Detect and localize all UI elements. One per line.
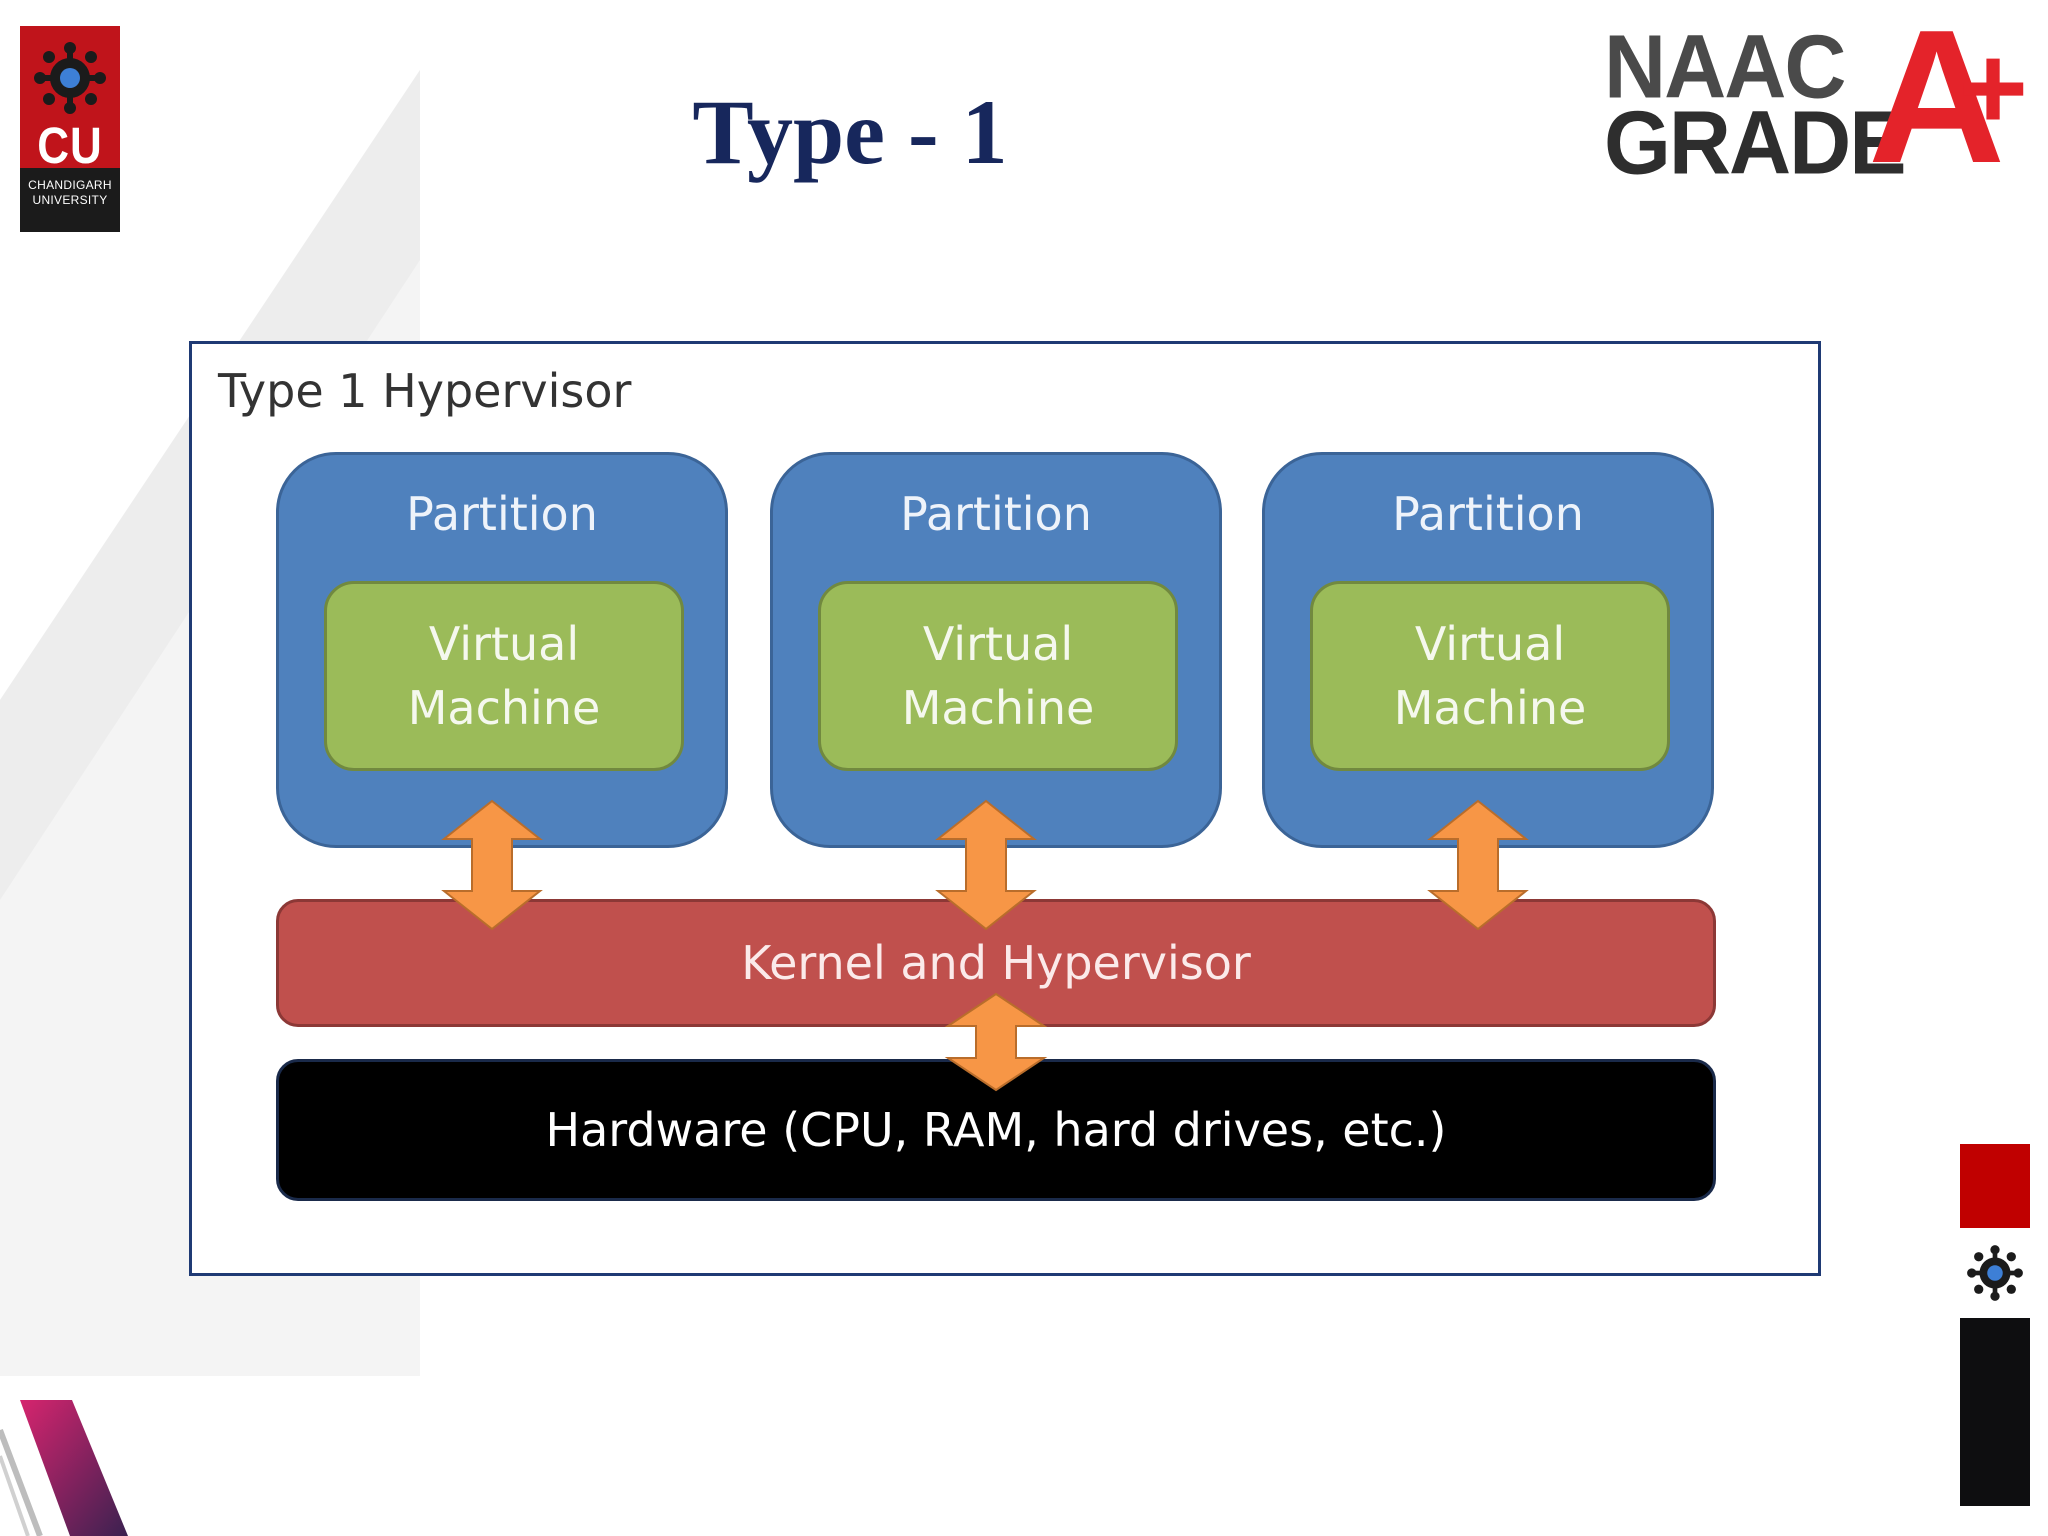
grade-letter: A — [1868, 0, 2006, 203]
grade-plus: + — [1958, 21, 2029, 155]
partition-label: Partition — [406, 487, 598, 541]
partition-box-3: Partition Virtual Machine — [1262, 452, 1714, 848]
logo-abbreviation: CU — [37, 118, 103, 175]
partition-box-1: Partition Virtual Machine — [276, 452, 728, 848]
naac-word: NAAC — [1604, 16, 1846, 118]
university-emblem-icon — [34, 42, 106, 114]
naac-grade-logo: NAAC GRADE A + — [1600, 2, 2030, 193]
logo-name-line-1: CHANDIGARH — [28, 178, 112, 192]
double-arrow-icon — [441, 799, 543, 931]
corner-decoration — [0, 1400, 128, 1536]
partition-label: Partition — [1392, 487, 1584, 541]
logo-name-band: CHANDIGARH UNIVERSITY — [20, 168, 120, 232]
university-emblem-icon — [1967, 1245, 2023, 1301]
diagram-title: Type 1 Hypervisor — [218, 364, 632, 418]
double-arrow-icon — [944, 992, 1048, 1092]
virtual-machine-box: Virtual Machine — [324, 581, 684, 771]
double-arrow-icon — [935, 799, 1037, 931]
page-title: Type - 1 — [692, 81, 1008, 183]
double-arrow-icon — [1427, 799, 1529, 931]
logo-name-line-2: UNIVERSITY — [32, 193, 108, 207]
virtual-machine-box: Virtual Machine — [1310, 581, 1670, 771]
hypervisor-diagram-frame: Type 1 Hypervisor Partition Virtual Mach… — [189, 341, 1821, 1276]
chandigarh-university-logo: CU CHANDIGARH UNIVERSITY — [20, 26, 120, 232]
hardware-label: Hardware (CPU, RAM, hard drives, etc.) — [545, 1103, 1447, 1157]
virtual-machine-label: Virtual Machine — [1393, 617, 1587, 735]
virtual-machine-label: Virtual Machine — [407, 617, 601, 735]
partition-label: Partition — [900, 487, 1092, 541]
side-brand-strip — [1960, 1144, 2030, 1506]
partition-box-2: Partition Virtual Machine — [770, 452, 1222, 848]
virtual-machine-box: Virtual Machine — [818, 581, 1178, 771]
grade-word: GRADE — [1604, 92, 1907, 194]
virtual-machine-label: Virtual Machine — [901, 617, 1095, 735]
kernel-label: Kernel and Hypervisor — [741, 936, 1251, 990]
